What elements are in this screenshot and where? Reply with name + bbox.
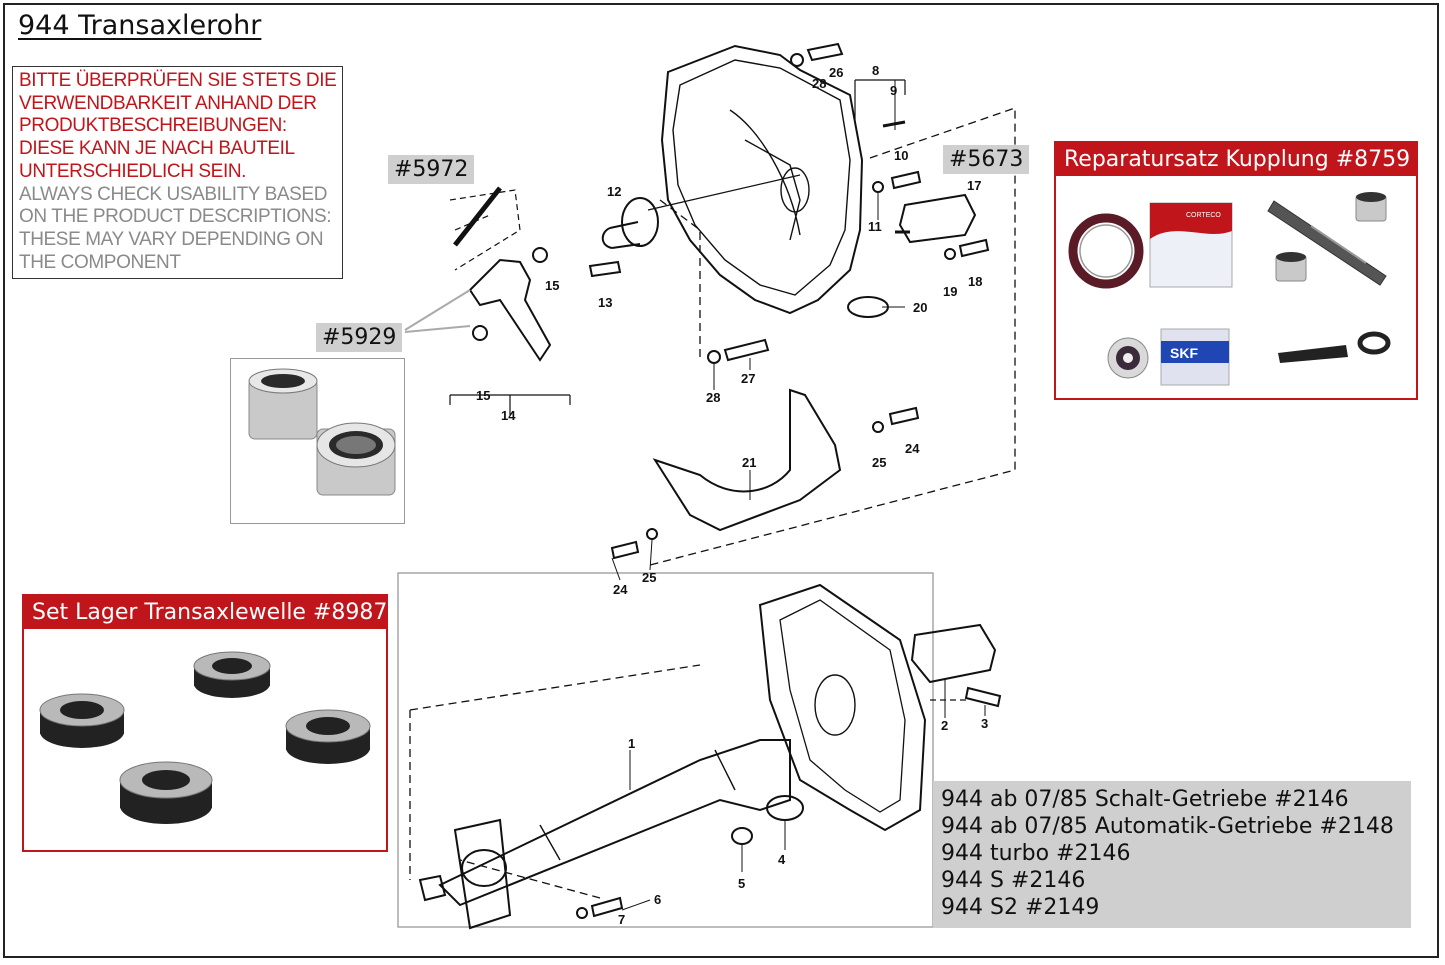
- notice-de-line: PRODUKTBESCHREIBUNGEN:: [19, 115, 287, 137]
- part-label: 24: [613, 582, 628, 597]
- part-label: 9: [890, 83, 897, 98]
- part-label: 17: [967, 178, 981, 193]
- fitment-item[interactable]: 944 ab 07/85 Automatik-Getriebe #2148: [941, 814, 1394, 839]
- needle-bearing-photo: [230, 358, 405, 524]
- notice-en-line: ALWAYS CHECK USABILITY BASED: [19, 183, 328, 205]
- notice-en-line: THESE MAY VARY DEPENDING ON: [19, 228, 324, 250]
- part-label: 5: [738, 876, 745, 891]
- notice-de-line: DIESE KANN JE NACH BAUTEIL: [19, 138, 295, 160]
- part-label: 25: [872, 455, 886, 470]
- part-label: 15: [476, 388, 490, 403]
- part-tag-5929[interactable]: #5929: [316, 323, 403, 352]
- part-label: 3: [981, 716, 988, 731]
- shaft-bearing-image: [285, 709, 371, 764]
- part-label: 19: [943, 284, 957, 299]
- part-label: 26: [829, 65, 843, 80]
- clutch-repair-kit[interactable]: Reparatursatz Kupplung #8759 CORTECO: [1054, 141, 1418, 400]
- fitment-item[interactable]: 944 S #2146: [941, 868, 1086, 893]
- part-label: 24: [905, 441, 920, 456]
- notice-de-line: UNTERSCHIEDLICH SEIN.: [19, 160, 247, 182]
- fitment-item[interactable]: 944 ab 07/85 Schalt-Getriebe #2146: [941, 787, 1349, 812]
- small-bearing-image: [1275, 192, 1387, 282]
- notice-de-line: BITTE ÜBERPRÜFEN SIE STETS DIE: [19, 70, 337, 91]
- cover-21: [652, 388, 842, 532]
- shaft-bearing-image: [193, 651, 271, 698]
- tube-bell-flange: [758, 583, 927, 832]
- fitment-item[interactable]: 944 turbo #2146: [941, 841, 1131, 866]
- part-label: 12: [607, 184, 621, 199]
- part-label: 13: [598, 295, 612, 310]
- part-label: 14: [501, 408, 516, 423]
- corteco-label: CORTECO: [1186, 212, 1221, 219]
- page-frame: [3, 3, 1439, 958]
- part-label: 18: [968, 274, 982, 289]
- bearing-kit-parts: [39, 651, 371, 824]
- washer-28-top: [790, 53, 804, 67]
- bolt-26: [806, 42, 844, 62]
- notice-de-line: VERWENDBARKEIT ANHAND DER: [19, 92, 317, 114]
- guide-tube-12: [621, 197, 659, 247]
- part-label: 7: [618, 912, 625, 927]
- shaft-bearing-image: [119, 761, 213, 824]
- bearing-set-kit[interactable]: Set Lager Transaxlewelle #8987: [22, 594, 388, 852]
- notice-en-line: THE COMPONENT: [19, 251, 181, 273]
- corteco-box-image: CORTECO: [1149, 202, 1233, 288]
- needle-bearing-1: [248, 368, 318, 440]
- pilot-shaft-image: [1267, 200, 1387, 286]
- part-label: 8: [872, 63, 879, 78]
- part-label: 4: [778, 852, 786, 867]
- usability-notice: BITTE ÜBERPRÜFEN SIE STETS DIE VERWENDBA…: [12, 66, 343, 279]
- part-label: 28: [812, 76, 826, 91]
- part-label: 20: [913, 300, 927, 315]
- part-label: 10: [894, 148, 908, 163]
- part-label: 28: [706, 390, 720, 405]
- needle-bearing-image: [248, 368, 396, 496]
- fitment-item[interactable]: 944 S2 #2149: [941, 895, 1100, 920]
- seal-ring-image: [1068, 213, 1144, 289]
- skf-box-image: SKF: [1160, 328, 1230, 386]
- notice-en-line: ON THE PRODUCT DESCRIPTIONS:: [19, 206, 332, 228]
- part-label: 11: [868, 219, 882, 234]
- bearing-5: [731, 827, 753, 845]
- slave-cylinder: [898, 193, 977, 244]
- part-label: 15: [545, 278, 559, 293]
- page-title: 944 Transaxlerohr: [18, 10, 262, 41]
- part-label: 6: [654, 892, 661, 907]
- part-tag-5673[interactable]: #5673: [943, 145, 1030, 174]
- clutch-kit-parts: CORTECO SKF: [1068, 192, 1391, 386]
- transaxle-tube: [438, 739, 791, 907]
- part-tag-5972[interactable]: #5972: [388, 155, 475, 184]
- part-label: 25: [642, 570, 656, 585]
- flange-plate: [453, 818, 512, 930]
- part-label: 1: [628, 736, 635, 751]
- part-label: 2: [941, 718, 948, 733]
- bell-housing: [660, 44, 864, 315]
- part-label: 21: [742, 455, 756, 470]
- release-fork: [468, 258, 552, 362]
- part-label: 27: [741, 371, 755, 386]
- bearing-kit-title: Set Lager Transaxlewelle #8987: [24, 596, 387, 629]
- shaft-bearing-image: [39, 693, 125, 748]
- alignment-tool-image: [1278, 331, 1391, 363]
- bearing-4: [766, 795, 804, 821]
- clutch-kit-title: Reparatursatz Kupplung #8759: [1056, 143, 1416, 176]
- release-bearing-image: [1107, 337, 1149, 379]
- fitment-list: 944 ab 07/85 Schalt-Getriebe #2146 944 a…: [933, 781, 1411, 928]
- needle-bearing-2: [316, 422, 396, 496]
- skf-label: SKF: [1170, 345, 1198, 361]
